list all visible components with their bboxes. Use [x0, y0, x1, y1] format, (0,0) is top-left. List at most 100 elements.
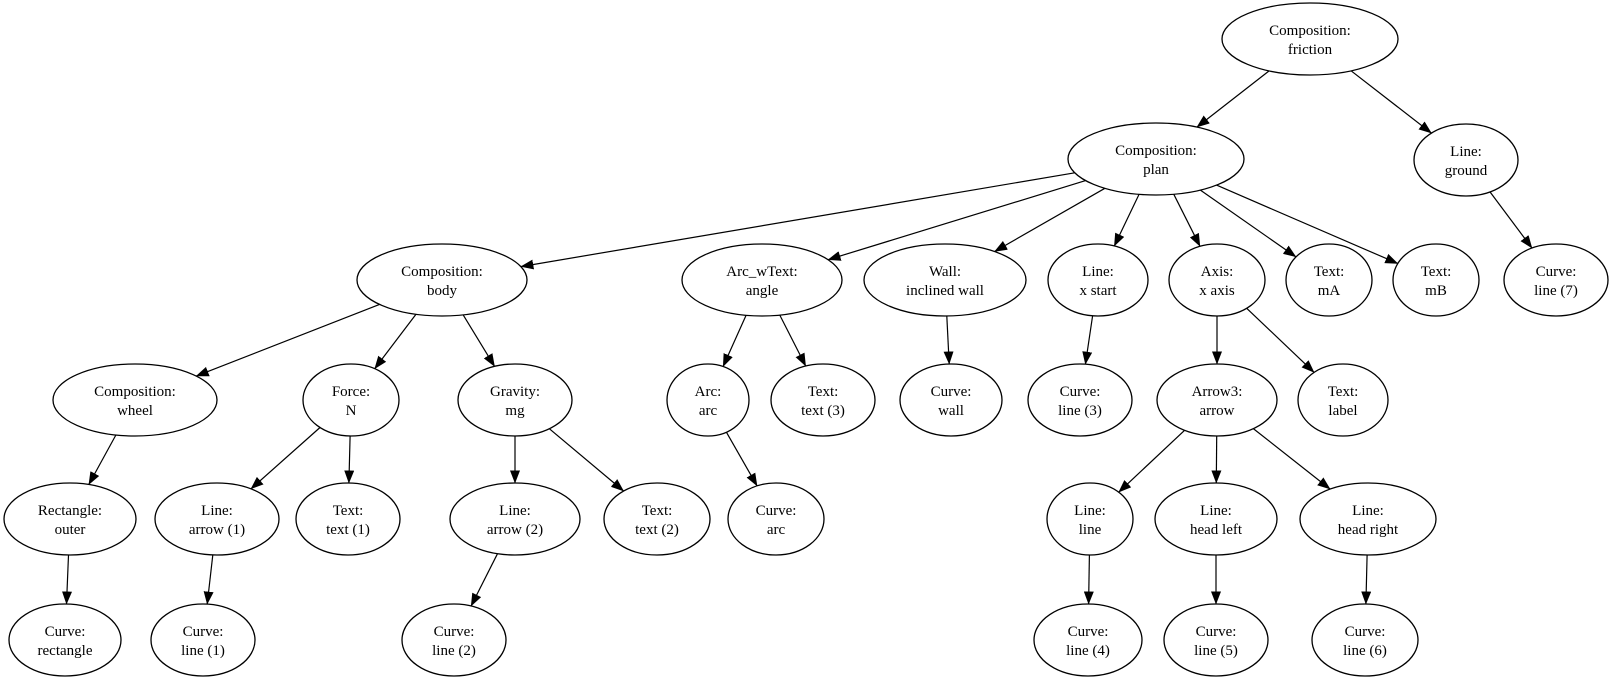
- node-ground: Line:ground: [1413, 123, 1519, 197]
- node-label-gravity-mg: Gravity:mg: [490, 384, 540, 419]
- node-label-x-start: Line:x start: [1079, 264, 1117, 299]
- node-label-force-n: Force:N: [332, 384, 370, 419]
- edge-body-to-force-n: [374, 313, 417, 370]
- node-label-outer: Rectangle:outer: [38, 503, 102, 538]
- node-ellipse-line-line: [1046, 482, 1134, 556]
- node-ellipse-force-n: [302, 363, 400, 437]
- node-curve-line6: Curve:line (6): [1311, 603, 1419, 677]
- node-text1: Text:text (1): [295, 482, 401, 556]
- node-curve-line4: Curve:line (4): [1033, 603, 1143, 677]
- node-ellipse-label: [1297, 363, 1389, 437]
- node-curve-arc: Curve:arc: [727, 482, 825, 556]
- node-label-curve-line1: Curve:line (1): [181, 624, 225, 659]
- node-label-curve-line6: Curve:line (6): [1343, 624, 1387, 659]
- edge-head-right-to-curve-line6: [1361, 554, 1372, 605]
- node-gravity-mg: Gravity:mg: [457, 363, 573, 437]
- node-text3: Text:text (3): [770, 363, 876, 437]
- node-label-body: Composition:body: [401, 264, 483, 299]
- node-ellipse-text3: [770, 363, 876, 437]
- node-arrow1: Line:arrow (1): [154, 482, 280, 556]
- node-mA: Text:mA: [1285, 243, 1373, 317]
- node-label-plan: Composition:plan: [1115, 143, 1197, 178]
- node-label-arrow2: Line:arrow (2): [487, 503, 543, 538]
- node-arrow3: Arrow3:arrow: [1156, 363, 1278, 437]
- node-label-x-axis: Axis:x axis: [1199, 264, 1235, 299]
- node-ellipse-mA: [1285, 243, 1373, 317]
- node-body: Composition:body: [356, 243, 528, 317]
- node-label-arc: Arc:arc: [695, 384, 722, 419]
- node-ellipse-mB: [1392, 243, 1480, 317]
- node-label-line-line: Line:line: [1074, 503, 1106, 538]
- node-label-label: Text:label: [1328, 384, 1359, 419]
- edge-force-n-to-text1: [344, 435, 355, 484]
- node-angle: Arc_wText:angle: [681, 243, 843, 317]
- edge-wheel-to-outer: [88, 434, 117, 485]
- node-label-curve-line5: Curve:line (5): [1194, 624, 1238, 659]
- node-label-inclined-wall: Wall:inclined wall: [906, 264, 984, 299]
- node-outer: Rectangle:outer: [3, 482, 137, 556]
- node-ellipse-text1: [295, 482, 401, 556]
- node-ellipse-x-axis: [1168, 243, 1266, 317]
- node-label-curve-line3: Curve:line (3): [1058, 384, 1102, 419]
- node-label-curve-line4: Curve:line (4): [1066, 624, 1110, 659]
- node-line-line: Line:line: [1046, 482, 1134, 556]
- node-ellipse-arrow1: [154, 482, 280, 556]
- node-friction: Composition:friction: [1221, 2, 1399, 76]
- node-mB: Text:mB: [1392, 243, 1480, 317]
- node-label-arrow3: Arrow3:arrow: [1192, 384, 1243, 419]
- edge-x-start-to-curve-line3: [1082, 315, 1094, 365]
- node-label-text3: Text:text (3): [801, 384, 845, 419]
- node-curve-line7: Curve:line (7): [1503, 243, 1609, 317]
- node-ellipse-curve-wall: [899, 363, 1003, 437]
- node-ellipse-curve-rectangle: [8, 603, 122, 677]
- edge-line-line-to-curve-line4: [1083, 554, 1094, 605]
- node-curve-rectangle: Curve:rectangle: [8, 603, 122, 677]
- node-ellipse-arrow2: [449, 482, 581, 556]
- edge-angle-to-text3: [779, 314, 807, 367]
- edge-plan-to-inclined-wall: [994, 187, 1106, 253]
- node-ellipse-inclined-wall: [863, 243, 1027, 317]
- edge-force-n-to-arrow1: [250, 427, 321, 490]
- edge-inclined-wall-to-curve-wall: [943, 315, 954, 365]
- node-ellipse-curve-line2: [401, 603, 507, 677]
- node-inclined-wall: Wall:inclined wall: [863, 243, 1027, 317]
- edge-plan-to-angle: [827, 180, 1086, 261]
- node-label: Text:label: [1297, 363, 1389, 437]
- edge-angle-to-arc: [722, 315, 747, 367]
- edge-plan-to-mA: [1200, 189, 1297, 258]
- edge-gravity-mg-to-text2: [548, 428, 624, 492]
- node-curve-line2: Curve:line (2): [401, 603, 507, 677]
- node-curve-wall: Curve:wall: [899, 363, 1003, 437]
- node-label-mA: Text:mA: [1314, 264, 1345, 299]
- node-x-start: Line:x start: [1047, 243, 1149, 317]
- edge-friction-to-plan: [1196, 70, 1270, 128]
- node-label-angle: Arc_wText:angle: [726, 264, 797, 299]
- node-label-curve-line2: Curve:line (2): [432, 624, 476, 659]
- node-ellipse-body: [356, 243, 528, 317]
- node-label-curve-line7: Curve:line (7): [1534, 264, 1578, 299]
- edge-x-axis-to-label: [1246, 307, 1315, 373]
- edge-plan-to-body: [520, 172, 1075, 270]
- node-label-friction: Composition:friction: [1269, 23, 1351, 58]
- node-x-axis: Axis:x axis: [1168, 243, 1266, 317]
- node-ellipse-arrow3: [1156, 363, 1278, 437]
- node-label-curve-arc: Curve:arc: [756, 503, 797, 538]
- node-ellipse-text2: [603, 482, 711, 556]
- edge-body-to-wheel: [195, 303, 380, 377]
- node-ellipse-curve-line7: [1503, 243, 1609, 317]
- node-label-arrow1: Line:arrow (1): [189, 503, 245, 538]
- node-head-left: Line:head left: [1154, 482, 1278, 556]
- node-ellipse-friction: [1221, 2, 1399, 76]
- node-ellipse-arc: [666, 363, 750, 437]
- node-force-n: Force:N: [302, 363, 400, 437]
- node-label-curve-wall: Curve:wall: [931, 384, 972, 419]
- node-label-text1: Text:text (1): [326, 503, 370, 538]
- edge-arrow3-to-line-line: [1118, 429, 1186, 493]
- node-curve-line5: Curve:line (5): [1163, 603, 1269, 677]
- node-ellipse-ground: [1413, 123, 1519, 197]
- edge-body-to-gravity-mg: [462, 314, 496, 367]
- edge-plan-to-x-axis: [1173, 194, 1201, 247]
- edge-plan-to-x-start: [1113, 194, 1140, 247]
